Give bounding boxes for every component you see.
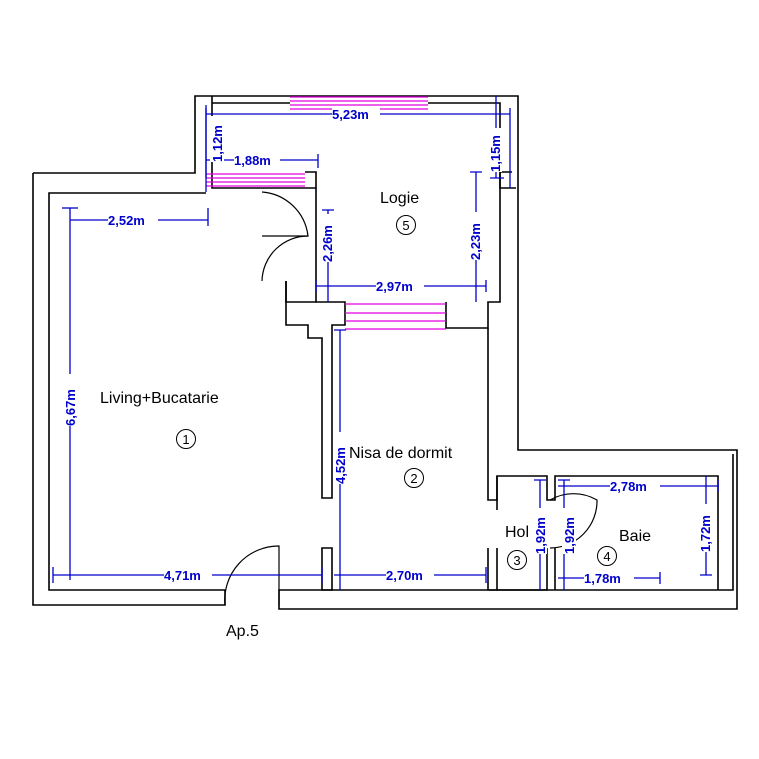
room-baie-marker <box>597 546 617 566</box>
room-labels: Logie 5 Living+Bucatarie 1 Nisa de dormi… <box>100 190 651 640</box>
dim-logie-left-h: 1,12m <box>210 125 225 162</box>
dim-living-bottom: 4,71m <box>164 568 201 583</box>
dim-baie-right-h: 1,72m <box>698 515 713 552</box>
dim-nisa-bottom: 2,70m <box>386 568 423 583</box>
room-logie-marker <box>396 215 416 235</box>
dimension-lines <box>52 96 719 590</box>
dim-nisa-height: 4,52m <box>333 447 348 484</box>
logie-door-lower <box>261 235 309 282</box>
room-nisa-marker <box>404 468 424 488</box>
dim-logie-door-h: 2,26m <box>320 225 335 262</box>
dim-baie-top: 2,78m <box>610 479 647 494</box>
dim-logie-right-v: 2,23m <box>468 223 483 260</box>
windows <box>206 96 446 330</box>
room-hol-number: 3 <box>513 553 520 568</box>
dim-living-top: 2,52m <box>108 213 145 228</box>
dim-baie-left-h: 1,92m <box>562 517 577 554</box>
room-logie-number: 5 <box>402 218 409 233</box>
dim-logie-bottom: 2,97m <box>376 279 413 294</box>
room-nisa-number: 2 <box>410 471 417 486</box>
room-nisa-label: Nisa de dormit <box>349 445 453 462</box>
entrance-door <box>224 545 280 606</box>
room-living-number: 1 <box>182 432 189 447</box>
apartment-label: Ap.5 <box>226 623 259 640</box>
dim-hol-height: 1,92m <box>533 517 548 554</box>
dimension-labels: 5,23m 1,12m 1,15m 1,88m 2,26m 2,23m 2,97… <box>63 107 713 586</box>
room-hol-label: Hol <box>505 524 529 541</box>
logie-door-upper <box>261 191 309 237</box>
room-baie-label: Baie <box>619 528 651 545</box>
room-hol-marker <box>507 550 527 570</box>
dim-logie-right-h: 1,15m <box>488 135 503 172</box>
room-baie-number: 4 <box>603 549 610 564</box>
room-living-label: Living+Bucatarie <box>100 390 219 407</box>
room-living-marker <box>176 429 196 449</box>
room-logie-label: Logie <box>380 190 419 207</box>
dim-living-height: 6,67m <box>63 389 78 426</box>
dim-logie-top: 5,23m <box>332 107 369 122</box>
dim-logie-sub: 1,88m <box>234 153 271 168</box>
dim-baie-bottom: 1,78m <box>584 571 621 586</box>
